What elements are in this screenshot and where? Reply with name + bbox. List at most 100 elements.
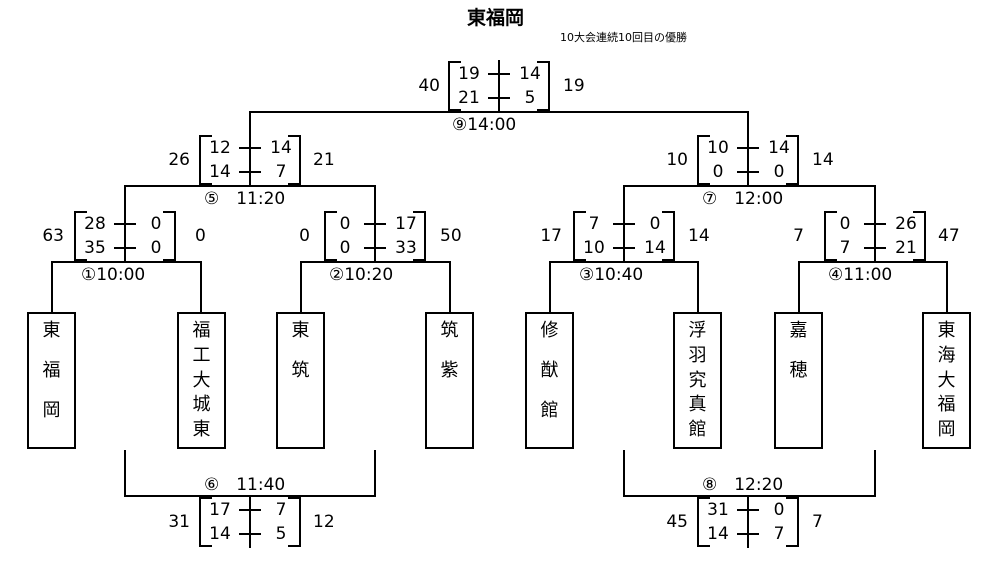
m8-right-half-2: 7 <box>773 524 785 544</box>
m7-right-half-1: 14 <box>768 138 790 158</box>
team-name-char: 福 <box>42 360 61 381</box>
m6-label: ⑥ 11:40 <box>204 475 286 495</box>
m5-left-total: 26 <box>168 150 190 170</box>
champion-note: 10大会連続10回目の優勝 <box>560 31 687 44</box>
team-name-char: 東 <box>291 320 310 341</box>
team-name-char: 城 <box>192 394 211 416</box>
m8-left-half-1: 31 <box>707 500 729 520</box>
m7-right-half-2: 0 <box>773 162 785 182</box>
team-name-char: 浮 <box>688 320 707 341</box>
m8-connector <box>623 450 876 497</box>
m9-left-half-2: 21 <box>458 88 480 108</box>
m8-right-half-1: 0 <box>773 500 785 520</box>
team-name-char: 嘉 <box>789 320 808 341</box>
team-name-char: 大 <box>192 369 211 391</box>
m7-right-total: 14 <box>812 150 834 170</box>
m7-left-total: 10 <box>666 150 688 170</box>
m1-left-total: 63 <box>42 226 64 246</box>
m2-right-half-2: 33 <box>395 238 417 258</box>
m6-left-half-1: 17 <box>209 500 231 520</box>
m4-label: ④11:00 <box>828 265 893 285</box>
m3-right-total: 14 <box>688 226 710 246</box>
m6-right-half-1: 7 <box>275 500 287 520</box>
team-name-char: 筑 <box>440 320 459 341</box>
m1-left-half-1: 28 <box>84 214 106 234</box>
m4-right-half-2: 21 <box>895 238 917 258</box>
team-name-char: 真 <box>688 394 707 416</box>
team-box-t1: 東福岡 <box>27 312 76 449</box>
team-box-t2: 福工大城東 <box>177 312 226 449</box>
team-name-char: 紫 <box>440 360 459 381</box>
m3-left-half-2: 10 <box>583 238 605 258</box>
team-name-char: 穂 <box>789 360 808 381</box>
m1-left-half-2: 35 <box>84 238 106 258</box>
team-box-t4: 筑紫 <box>425 312 474 449</box>
team-name-char: 究 <box>688 369 707 391</box>
m4-left-half-1: 0 <box>839 214 851 234</box>
m5-left-half-1: 12 <box>209 138 231 158</box>
team-name-char: 東 <box>937 320 956 341</box>
team-name-char: 岡 <box>937 419 956 440</box>
m4-left-half-2: 7 <box>839 238 851 258</box>
m1-right-total: 0 <box>195 226 206 246</box>
m1-right-half-2: 0 <box>150 238 162 258</box>
m2-right-half-1: 17 <box>395 214 417 234</box>
team-box-t8: 東海大福岡 <box>922 312 971 449</box>
m9-right-half-1: 14 <box>519 64 541 84</box>
m6-right-total: 12 <box>313 512 335 532</box>
team-name-char: 館 <box>540 400 559 421</box>
team-box-t6: 浮羽究真館 <box>673 312 722 449</box>
m9-left-half-1: 19 <box>458 64 480 84</box>
m5-right-total: 21 <box>313 150 335 170</box>
m6-right-half-2: 5 <box>275 524 287 544</box>
team-name-char: 東 <box>42 320 61 341</box>
team-name-char: 修 <box>540 320 559 341</box>
m7-label: ⑦ 12:00 <box>702 189 784 209</box>
m3-label: ③10:40 <box>579 265 644 285</box>
team-name-char: 東 <box>192 419 211 440</box>
team-name-char: 羽 <box>688 344 707 366</box>
team-box-t7: 嘉穂 <box>774 312 823 449</box>
champion-name: 東福岡 <box>467 7 525 29</box>
m8-left-half-2: 14 <box>707 524 729 544</box>
m5-label: ⑤ 11:20 <box>204 189 286 209</box>
m4-left-total: 7 <box>793 226 804 246</box>
m3-left-half-1: 7 <box>588 214 600 234</box>
m5-right-half-2: 7 <box>275 162 287 182</box>
m9-left-total: 40 <box>418 76 440 96</box>
m3-right-half-1: 0 <box>649 214 661 234</box>
team-name-char: 大 <box>937 369 956 391</box>
m7-left-half-1: 10 <box>707 138 729 158</box>
m5-right-half-1: 14 <box>270 138 292 158</box>
m2-left-half-1: 0 <box>339 214 351 234</box>
m1-right-half-1: 0 <box>150 214 162 234</box>
m2-right-total: 50 <box>440 226 462 246</box>
team-box-t3: 東筑 <box>276 312 325 449</box>
team-name-char: 岡 <box>42 400 61 421</box>
m4-right-total: 47 <box>938 226 960 246</box>
m4-connector <box>798 261 948 313</box>
m9-right-half-2: 5 <box>524 88 536 108</box>
m9-label: ⑨14:00 <box>452 115 517 135</box>
m6-left-half-2: 14 <box>209 524 231 544</box>
m4-right-half-1: 26 <box>895 214 917 234</box>
m1-connector <box>51 261 202 313</box>
m9-right-total: 19 <box>563 76 585 96</box>
team-box-t5: 修猷館 <box>525 312 574 449</box>
m6-left-total: 31 <box>168 512 190 532</box>
m5-left-half-2: 14 <box>209 162 231 182</box>
m1-label: ①10:00 <box>81 265 146 285</box>
team-name-char: 海 <box>937 344 956 366</box>
team-name-char: 工 <box>192 344 211 366</box>
m2-label: ②10:20 <box>329 265 394 285</box>
team-name-char: 福 <box>192 320 211 341</box>
team-name-char: 館 <box>688 419 707 440</box>
m3-left-total: 17 <box>540 226 562 246</box>
team-name-char: 猷 <box>540 360 559 381</box>
m7-left-half-2: 0 <box>712 162 724 182</box>
m2-left-half-2: 0 <box>339 238 351 258</box>
m2-left-total: 0 <box>299 226 310 246</box>
m8-right-total: 7 <box>812 512 823 532</box>
